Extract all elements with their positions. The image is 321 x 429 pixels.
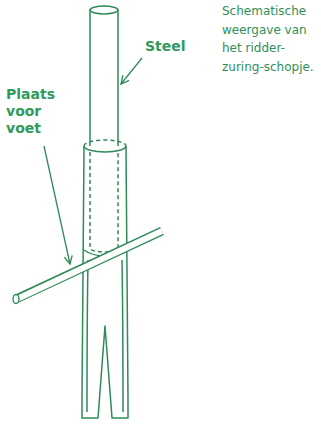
blade	[82, 146, 128, 418]
collar-rim	[84, 146, 126, 152]
caption: Schematische weergave van het ridder- zu…	[222, 2, 318, 76]
leader-line	[121, 58, 142, 84]
blade-edge	[87, 260, 123, 412]
stem-top	[90, 6, 118, 14]
foot-rod	[13, 231, 162, 304]
stem-hidden	[90, 152, 118, 252]
part-label: Steel	[145, 38, 186, 55]
collar-rim-back	[84, 140, 126, 146]
leader-line	[44, 146, 70, 264]
stem	[90, 10, 118, 146]
part-label: Plaats voor voet	[6, 86, 62, 136]
